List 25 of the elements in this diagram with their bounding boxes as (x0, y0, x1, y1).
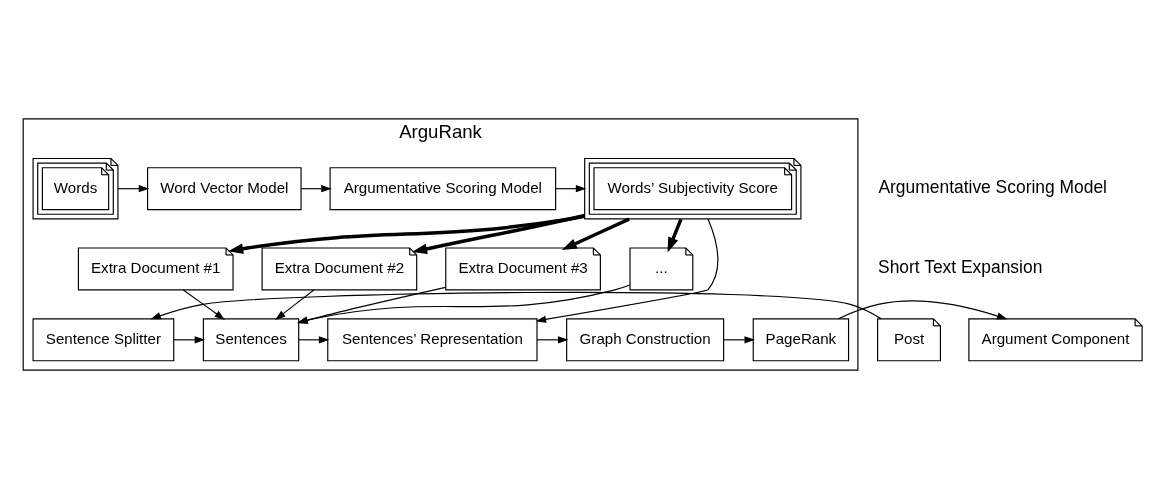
node-box: Argumentative Scoring Model (329, 167, 557, 211)
arrow (117, 185, 150, 193)
node-box: Sentences’ Representation (327, 318, 538, 362)
node-box: PageRank (752, 318, 850, 362)
arrow (555, 185, 587, 193)
arrow (182, 289, 225, 320)
node-box: Sentence Splitter (32, 318, 175, 362)
arrow (275, 289, 315, 320)
arrow (723, 336, 755, 344)
arrow (173, 336, 206, 344)
label: Argumentative Scoring Model (878, 176, 1107, 197)
node-box: Sentences (202, 318, 300, 362)
arrow (667, 218, 683, 253)
arrow (300, 185, 332, 193)
arrow (561, 217, 630, 250)
arrow (297, 286, 447, 324)
arrow (837, 300, 1008, 320)
arrow (150, 291, 882, 320)
arrow (535, 218, 719, 323)
arrow (536, 336, 569, 344)
arrow (297, 284, 631, 324)
label: Short Text Expansion (878, 256, 1043, 277)
arrow (298, 336, 330, 344)
node-box: Graph Construction (566, 318, 725, 362)
node-box: Word Vector Model (147, 167, 302, 211)
